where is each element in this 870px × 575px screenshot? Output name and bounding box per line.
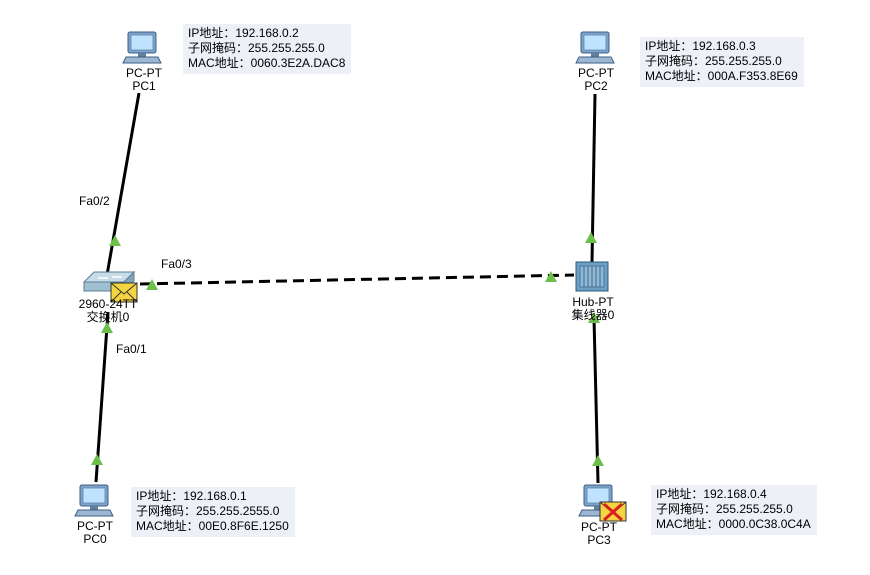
port-indicator-fa0-2 <box>109 235 121 246</box>
failed-envelope-icon[interactable] <box>599 501 627 522</box>
port-label-fa0-1: Fa0/1 <box>116 342 147 356</box>
note-pc0-mac: MAC地址：00E0.8F6E.1250 <box>136 519 289 533</box>
network-switch-icon[interactable] <box>82 270 136 293</box>
note-pc0-mask: 子网掩码：255.255.2555.0 <box>136 504 280 518</box>
pc2-label: PC-PT PC2 <box>574 67 618 93</box>
pc3-label: PC-PT PC3 <box>576 521 622 547</box>
pc0-type: PC-PT <box>77 519 113 533</box>
note-pc1-mac: MAC地址：0060.3E2A.DAC8 <box>188 56 346 70</box>
pc0-label: PC-PT PC0 <box>72 520 118 546</box>
pc1-icon[interactable] <box>122 31 162 64</box>
note-pc0-ip: IP地址：192.168.0.1 <box>136 489 247 503</box>
switch-name: 交换机0 <box>86 310 130 324</box>
note-pc0: IP地址：192.168.0.1 子网掩码：255.255.2555.0 MAC… <box>131 487 295 537</box>
pc2-type: PC-PT <box>578 66 614 80</box>
note-pc3-ip: IP地址：192.168.0.4 <box>656 487 767 501</box>
note-pc2-mask: 子网掩码：255.255.255.0 <box>645 54 782 68</box>
port-label-fa0-3: Fa0/3 <box>161 257 192 271</box>
link-pc1-switch[interactable] <box>105 92 141 276</box>
note-pc1-ip: IP地址：192.168.0.2 <box>188 26 299 40</box>
hub-name: 集线器0 <box>571 308 615 322</box>
switch-type: 2960-24TT <box>78 297 138 311</box>
hub-label: Hub-PT 集线器0 <box>566 296 620 322</box>
pc1-name: PC1 <box>132 79 156 93</box>
link-switch-hub[interactable] <box>139 273 575 286</box>
pc0-name: PC0 <box>83 532 107 546</box>
port-indicator-pc3 <box>592 455 604 466</box>
link-pc0-switch[interactable] <box>94 311 110 483</box>
link-pc3-hub[interactable] <box>592 317 600 484</box>
note-pc3: IP地址：192.168.0.4 子网掩码：255.255.255.0 MAC地… <box>651 485 817 535</box>
note-pc3-mask: 子网掩码：255.255.255.0 <box>656 502 793 516</box>
pc1-type: PC-PT <box>126 66 162 80</box>
note-pc1: IP地址：192.168.0.2 子网掩码：255.255.255.0 MAC地… <box>183 24 352 74</box>
port-indicator-hub-pc2 <box>585 232 597 243</box>
switch-label: 2960-24TT 交换机0 <box>76 298 140 324</box>
pc2-icon[interactable] <box>575 31 615 64</box>
hub-type: Hub-PT <box>572 295 614 309</box>
note-pc2-mac: MAC地址：000A.F353.8E69 <box>645 69 798 83</box>
pc1-label: PC-PT PC1 <box>122 67 166 93</box>
note-pc3-mac: MAC地址：0000.0C38.0C4A <box>656 517 811 531</box>
pc0-icon[interactable] <box>74 484 114 517</box>
envelope-icon[interactable] <box>110 282 138 303</box>
note-pc2: IP地址：192.168.0.3 子网掩码：255.255.255.0 MAC地… <box>640 37 804 87</box>
pc3-name: PC3 <box>587 533 611 547</box>
pc2-name: PC2 <box>584 79 608 93</box>
port-label-fa0-2: Fa0/2 <box>79 194 110 208</box>
note-pc1-mask: 子网掩码：255.255.255.0 <box>188 41 325 55</box>
note-pc2-ip: IP地址：192.168.0.3 <box>645 39 756 53</box>
pc3-type: PC-PT <box>581 520 617 534</box>
network-hub-icon[interactable] <box>575 261 609 292</box>
port-indicator-pc0 <box>91 454 103 465</box>
link-pc2-hub[interactable] <box>590 93 597 263</box>
